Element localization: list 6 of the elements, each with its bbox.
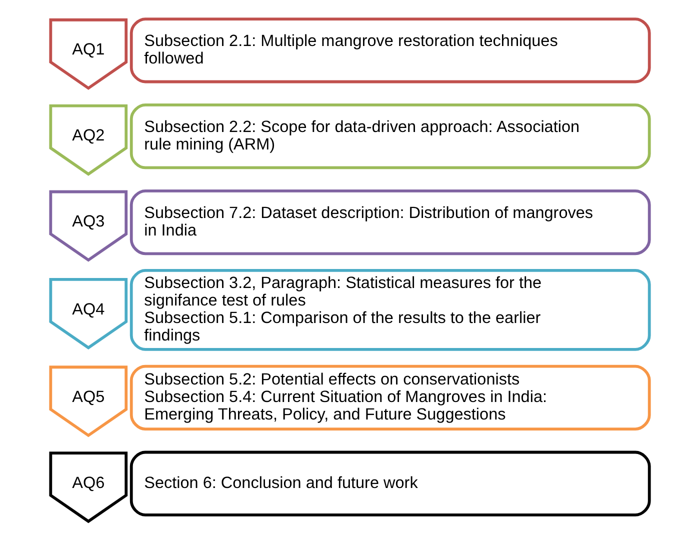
node-box: Subsection 3.2, Paragraph: Statistical measures for the signifance test of rules Subsection 5.1: Comparison of the results to the earlier findings xyxy=(130,269,651,351)
node-box: Section 6: Conclusion and future work xyxy=(130,450,651,516)
node-box: Subsection 2.1: Multiple mangrove restoration techniques followed xyxy=(130,18,651,84)
node-box: Subsection 7.2: Dataset description: Distribution of mangroves in India xyxy=(130,189,651,256)
node-box: Subsection 5.2: Potential effects on conservationists Subsection 5.4: Current Situation of Mangroves in India: Emerging Threats, Policy, and Future Suggestions xyxy=(130,364,651,430)
node-box: Subsection 2.2: Scope for data-driven approach: Association rule mining (ARM) xyxy=(130,104,651,170)
